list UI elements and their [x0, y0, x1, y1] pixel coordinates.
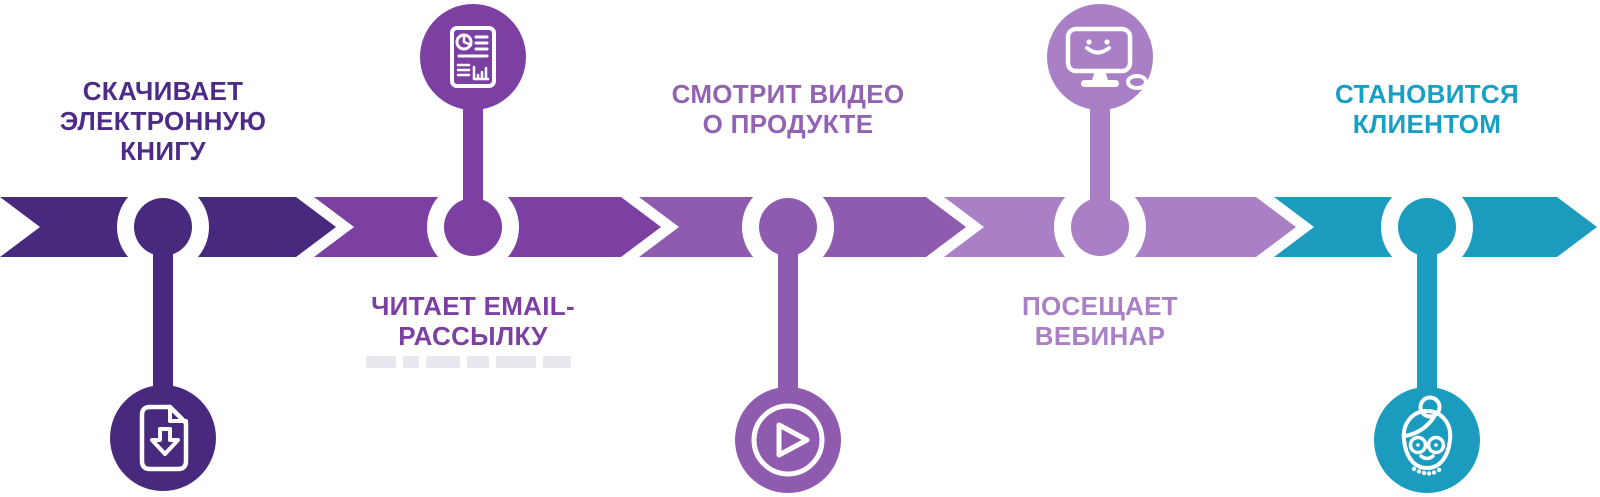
stage-5 — [1274, 181, 1597, 493]
stage-1-timeline-node — [134, 198, 192, 256]
stage-4-label: ПОСЕЩАЕТ ВЕБИНАР — [1022, 291, 1178, 351]
remnant-blob — [543, 356, 571, 368]
stage-4 — [944, 4, 1296, 273]
stage-5-stem — [1417, 227, 1437, 440]
stage-5-icon-circle — [1374, 387, 1480, 493]
remnant-blob — [426, 356, 460, 368]
remnant-blob — [467, 356, 489, 368]
client-person-icon — [1401, 395, 1453, 476]
stage-1-icon-circle — [110, 385, 216, 491]
webinar-monitor-icon — [1065, 26, 1148, 90]
stage-5-timeline-node — [1398, 198, 1456, 256]
stage-5-label: СТАНОВИТСЯ КЛИЕНТОМ — [1335, 79, 1519, 139]
erased-text-remnant — [366, 356, 578, 371]
stage-4-icon-circle — [1047, 4, 1153, 110]
stage-2-timeline-node — [444, 198, 502, 256]
stage-3-label: СМОТРИТ ВИДЕО О ПРОДУКТЕ — [671, 79, 905, 139]
remnant-blob — [496, 356, 536, 368]
stage-2-label: ЧИТАЕТ EMAIL- РАССЫЛКУ — [371, 291, 575, 351]
play-video-icon — [751, 403, 825, 477]
remnant-blob — [366, 356, 396, 368]
stage-4-timeline-node — [1071, 198, 1129, 256]
necklace-dots — [1411, 466, 1442, 476]
remnant-blob — [403, 356, 419, 368]
stage-3-stem — [778, 227, 798, 440]
ebook-download-icon — [139, 404, 189, 472]
stage-3-icon-circle — [735, 387, 841, 493]
stage-1 — [0, 181, 336, 491]
stage-3-timeline-node — [759, 198, 817, 256]
report-document-icon — [450, 26, 496, 88]
stage-2 — [314, 4, 661, 273]
stage-1-label: СКАЧИВАЕТ ЭЛЕКТРОННУЮ КНИГУ — [59, 76, 267, 166]
stage-3 — [639, 181, 966, 493]
